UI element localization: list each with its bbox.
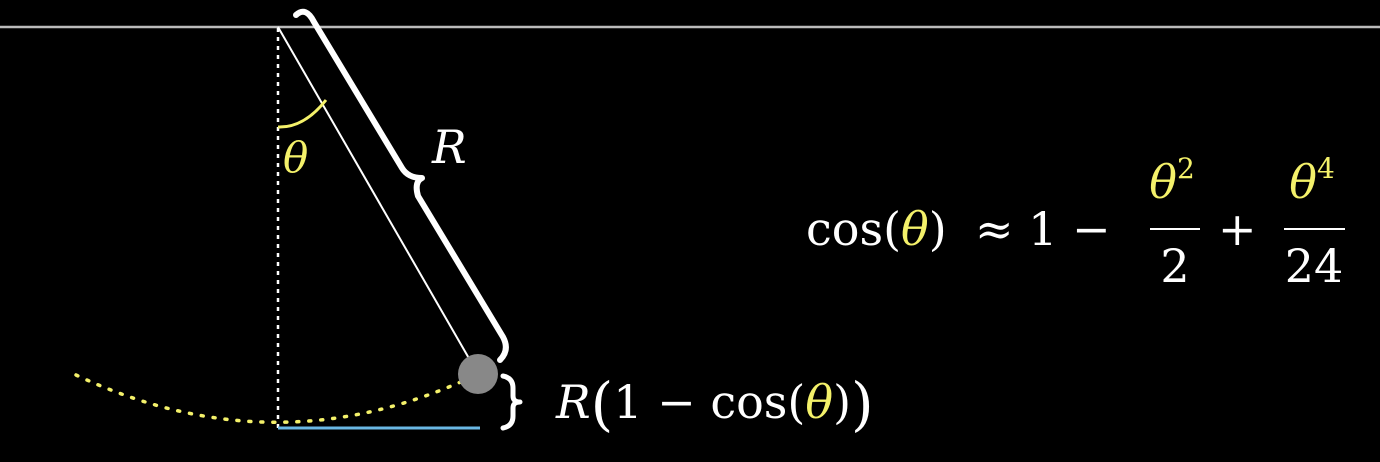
swing-arc-path — [74, 372, 480, 424]
angle-marker-arc — [277, 99, 328, 129]
formula-cos-part: cos(θ) — [806, 202, 947, 256]
formula-term2-theta: θ — [1289, 155, 1317, 209]
rod-length-label: R — [431, 120, 467, 174]
pendulum-bob — [458, 354, 498, 394]
height-expression-one-minus-cos: 1 − cos( — [613, 375, 805, 429]
rod-length-brace — [293, 8, 509, 363]
formula-approx-one-minus: ≈ 1 − — [975, 202, 1111, 256]
formula-term1-denominator: 2 — [1160, 239, 1189, 293]
formula-term1-theta: θ — [1149, 155, 1177, 209]
formula-term2-numerator: θ4 — [1289, 152, 1335, 209]
pendulum-rod — [277, 26, 479, 375]
height-expression: R(1 − cos(θ)) — [555, 370, 874, 438]
height-expression-theta: θ — [805, 375, 833, 429]
formula-plus: + — [1218, 202, 1257, 256]
height-brace — [500, 373, 523, 431]
formula-cos-theta: θ — [901, 202, 929, 256]
cosine-taylor-formula: cos(θ) ≈ 1 − θ2 2 + θ4 24 — [806, 152, 1345, 293]
formula-term1-numerator: θ2 — [1149, 152, 1195, 209]
formula-cos-prefix: cos( — [806, 202, 901, 256]
height-expression-open-paren: ( — [591, 370, 614, 438]
theta-label: θ — [283, 133, 308, 182]
formula-term1-exponent: 2 — [1177, 152, 1195, 185]
formula-term2-exponent: 4 — [1317, 152, 1335, 185]
formula-term2-denominator: 24 — [1285, 239, 1344, 293]
height-expression-close-inner: ) — [833, 375, 851, 429]
height-expression-r: R — [555, 375, 591, 429]
height-expression-close-outer: ) — [851, 370, 874, 438]
formula-cos-suffix: ) — [929, 202, 947, 256]
